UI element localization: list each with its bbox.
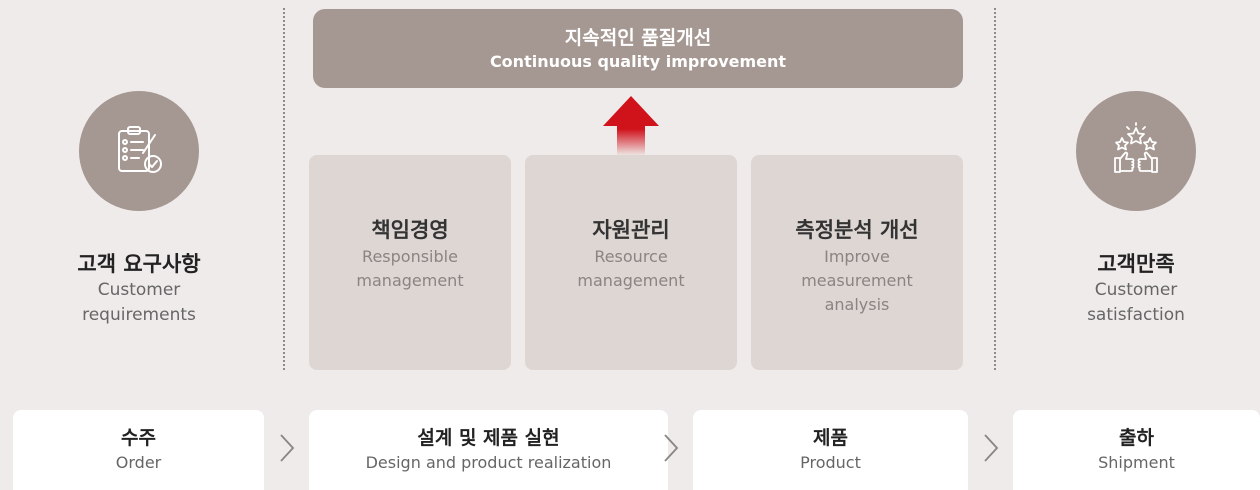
right-divider — [994, 8, 996, 370]
customer-requirements-sub1: Customer — [97, 280, 181, 300]
box-line2: management — [577, 271, 685, 290]
responsible-management-box: 책임경영 Responsible management — [309, 155, 511, 370]
chevron-right-icon — [984, 434, 999, 462]
step-title: 설계 및 제품 실현 — [417, 427, 560, 449]
checklist-clipboard-icon — [118, 126, 162, 173]
customer-satisfaction-sub1: Customer — [1094, 280, 1178, 300]
measurement-analysis-box: 측정분석 개선 Improve measurement analysis — [751, 155, 963, 370]
step-subtitle: Design and product realization — [365, 453, 612, 472]
customer-satisfaction-title: 고객만족 — [1097, 252, 1175, 276]
step-shipment: 출하 Shipment — [1013, 410, 1260, 490]
customer-satisfaction-circle — [1076, 91, 1196, 211]
step-subtitle: Order — [115, 453, 162, 472]
box-line3: analysis — [824, 295, 890, 314]
box-title: 책임경영 — [371, 218, 449, 242]
banner-subtitle: Continuous quality improvement — [489, 51, 787, 71]
box-line2: management — [356, 271, 464, 290]
customer-satisfaction-label: 고객만족 Customer satisfaction — [1036, 250, 1236, 328]
banner-title: 지속적인 품질개선 — [564, 26, 712, 49]
chevron-right-icon — [280, 434, 295, 462]
resource-management-box: 자원관리 Resource management — [525, 155, 737, 370]
box-title: 자원관리 — [592, 218, 670, 242]
step-design: 설계 및 제품 실현 Design and product realizatio… — [309, 410, 668, 490]
step-title: 출하 — [1119, 427, 1154, 449]
customer-requirements-circle — [79, 91, 199, 211]
box-line1: Resource — [594, 247, 668, 266]
left-divider — [283, 8, 285, 370]
step-title: 수주 — [121, 427, 156, 449]
box-line2: measurement — [801, 271, 913, 290]
step-order: 수주 Order — [13, 410, 264, 490]
customer-satisfaction-sub2: satisfaction — [1087, 305, 1185, 325]
step-subtitle: Product — [800, 453, 861, 472]
step-title: 제품 — [813, 427, 848, 449]
step-product: 제품 Product — [693, 410, 968, 490]
customer-requirements-sub2: requirements — [82, 305, 196, 325]
box-line1: Improve — [824, 247, 890, 266]
continuous-improvement-banner: 지속적인 품질개선 Continuous quality improvement — [313, 9, 963, 88]
thumbs-up-stars-icon — [1114, 122, 1158, 173]
box-title: 측정분석 개선 — [795, 218, 919, 242]
customer-requirements-title: 고객 요구사항 — [77, 252, 201, 276]
up-arrow-icon — [603, 96, 659, 156]
customer-requirements-label: 고객 요구사항 Customer requirements — [39, 250, 239, 328]
box-line1: Responsible — [362, 247, 458, 266]
chevron-right-icon — [664, 434, 679, 462]
step-subtitle: Shipment — [1098, 453, 1175, 472]
